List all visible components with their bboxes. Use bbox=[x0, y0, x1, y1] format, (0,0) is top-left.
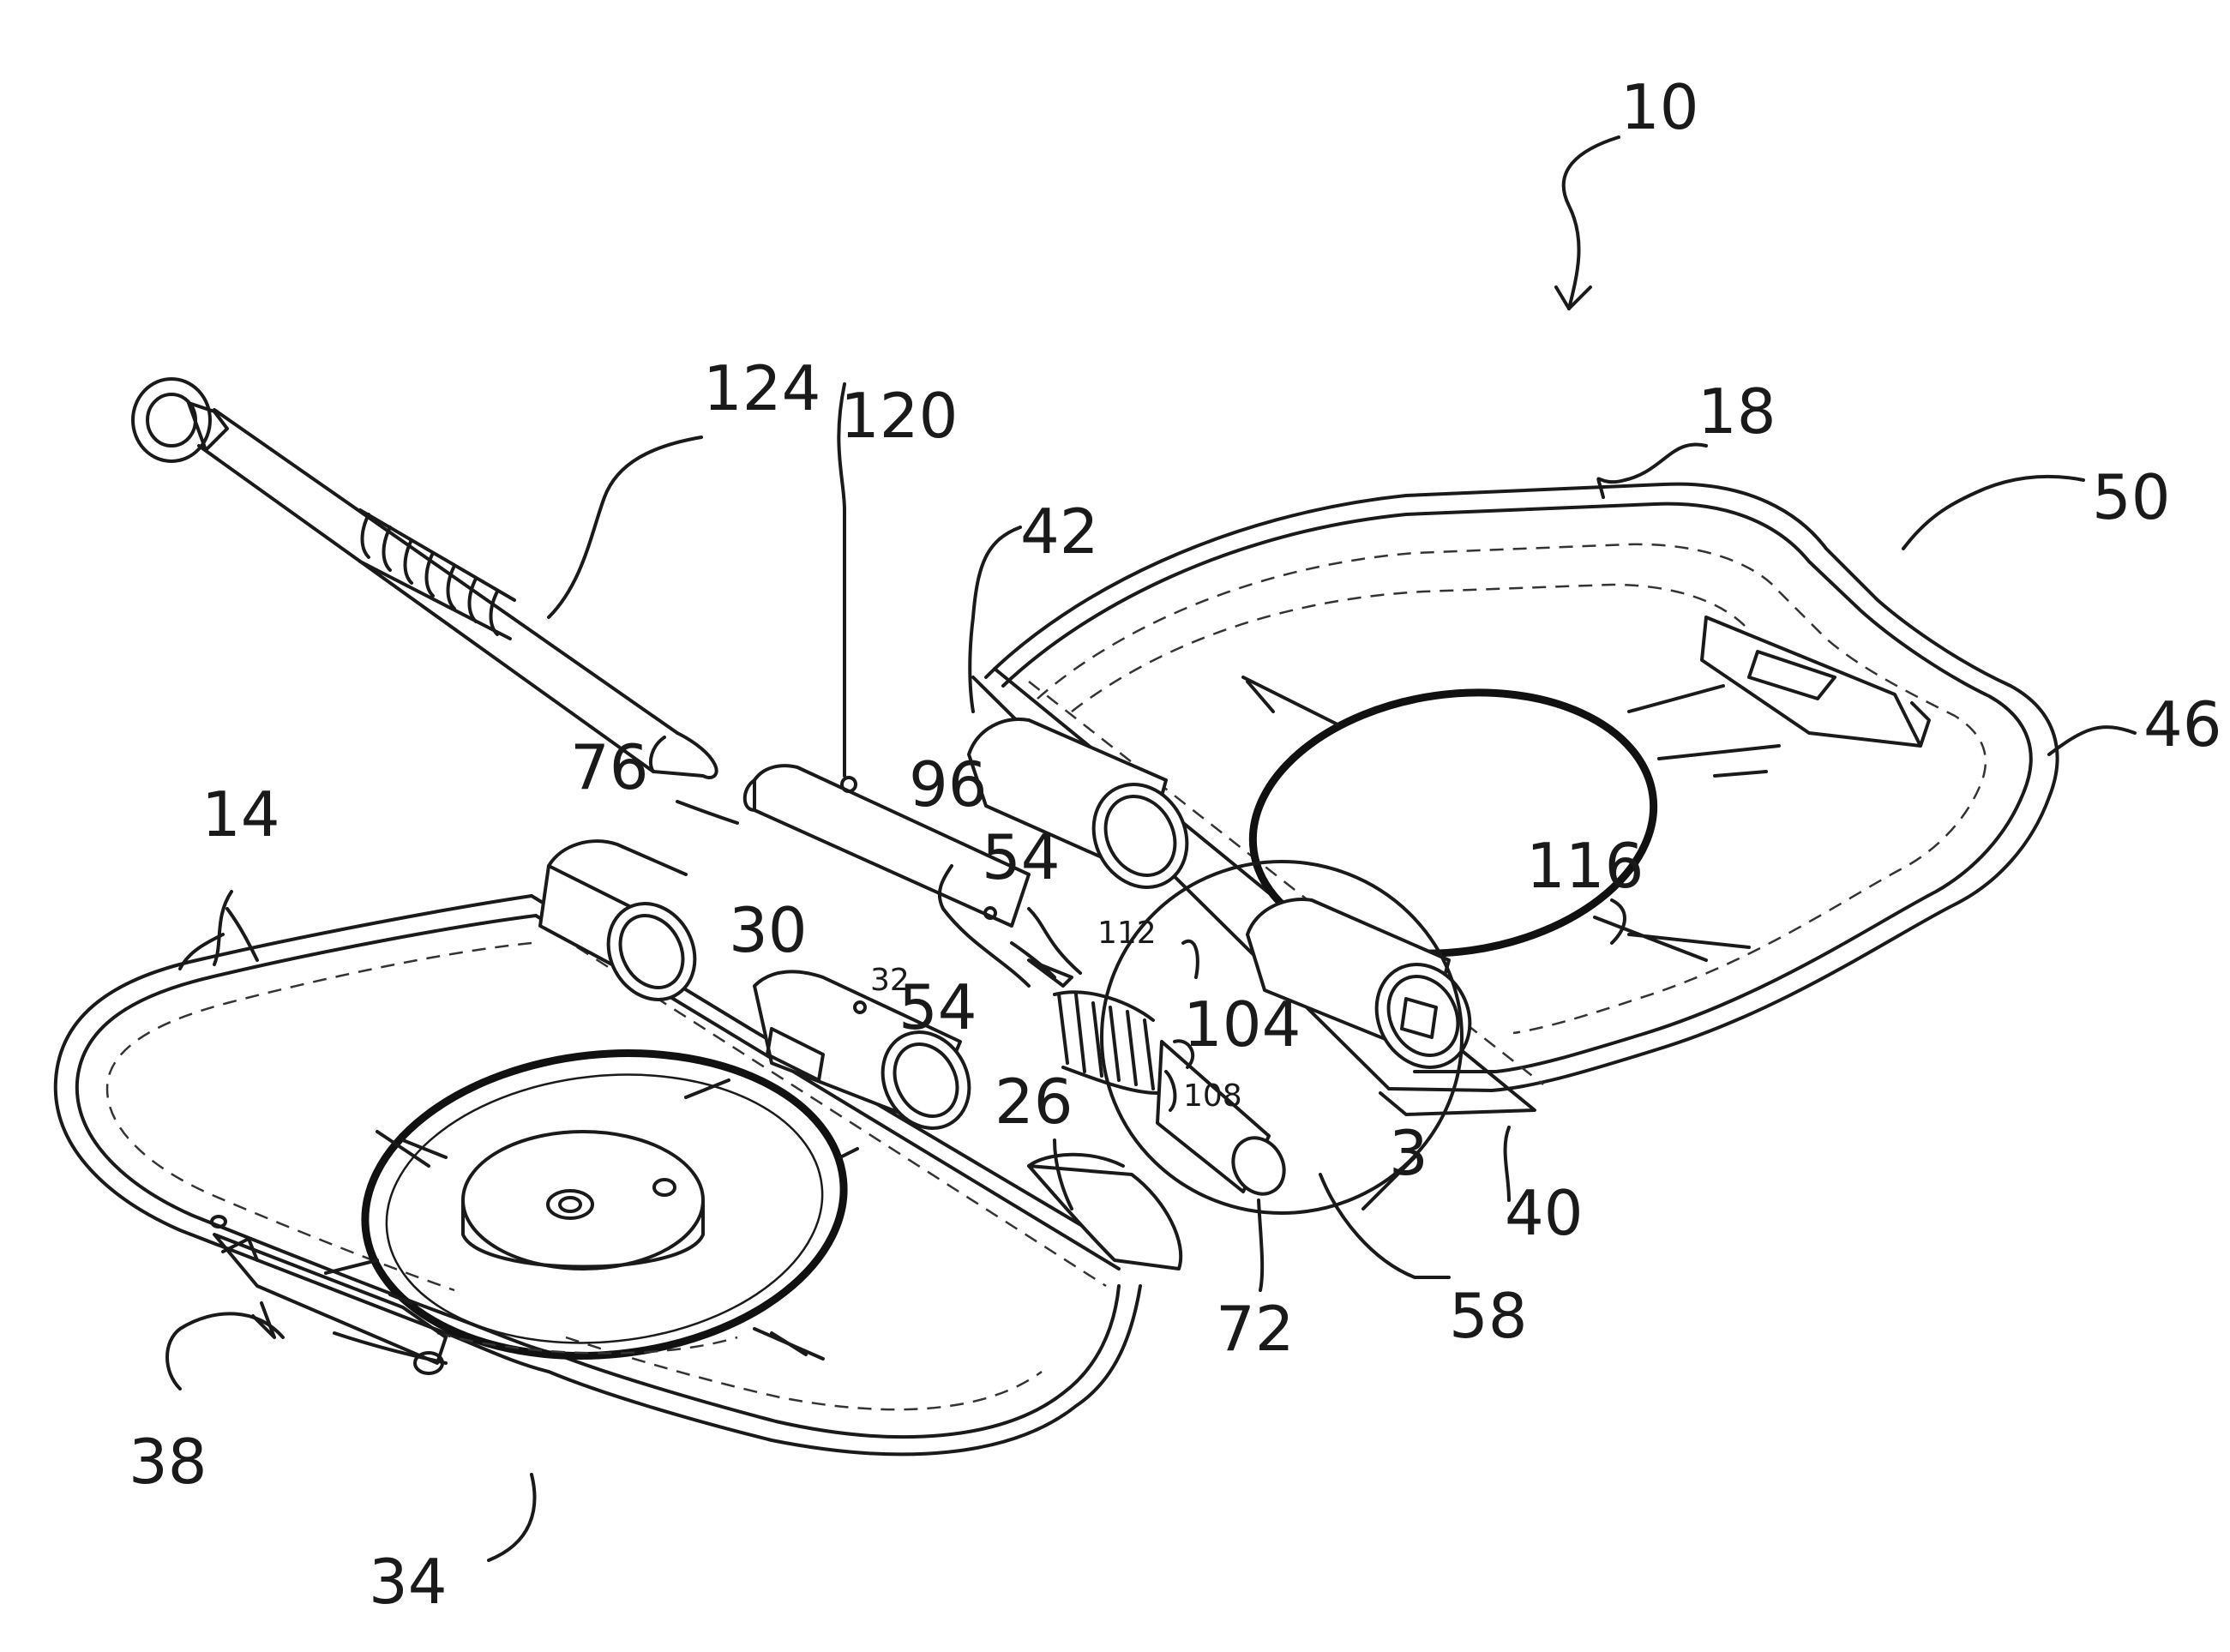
label-76: 76 bbox=[570, 731, 649, 803]
label-14: 14 bbox=[201, 778, 280, 850]
label-96: 96 bbox=[909, 748, 988, 820]
label-3: 3 bbox=[1389, 1117, 1428, 1189]
label-54a: 54 bbox=[982, 821, 1061, 893]
label-40: 40 bbox=[1505, 1177, 1584, 1249]
label-104: 104 bbox=[1183, 988, 1301, 1060]
label-54b: 54 bbox=[899, 971, 977, 1043]
label-18: 18 bbox=[1698, 375, 1776, 448]
label-120: 120 bbox=[840, 380, 958, 452]
label-42: 42 bbox=[1020, 496, 1099, 568]
label-58: 58 bbox=[1449, 1280, 1528, 1352]
nail bbox=[133, 379, 717, 778]
label-124: 124 bbox=[703, 352, 820, 424]
label-30: 30 bbox=[729, 894, 808, 966]
label-50: 50 bbox=[2092, 461, 2171, 533]
label-38: 38 bbox=[129, 1426, 207, 1498]
label-108: 108 bbox=[1183, 1078, 1242, 1114]
label-46: 46 bbox=[2143, 688, 2222, 760]
label-116: 116 bbox=[1526, 830, 1644, 902]
label-10: 10 bbox=[1620, 71, 1699, 143]
label-112: 112 bbox=[1097, 916, 1157, 951]
left-housing bbox=[56, 896, 1140, 1454]
label-34: 34 bbox=[369, 1546, 448, 1618]
label-26: 26 bbox=[995, 1066, 1073, 1138]
label-72: 72 bbox=[1216, 1293, 1295, 1365]
